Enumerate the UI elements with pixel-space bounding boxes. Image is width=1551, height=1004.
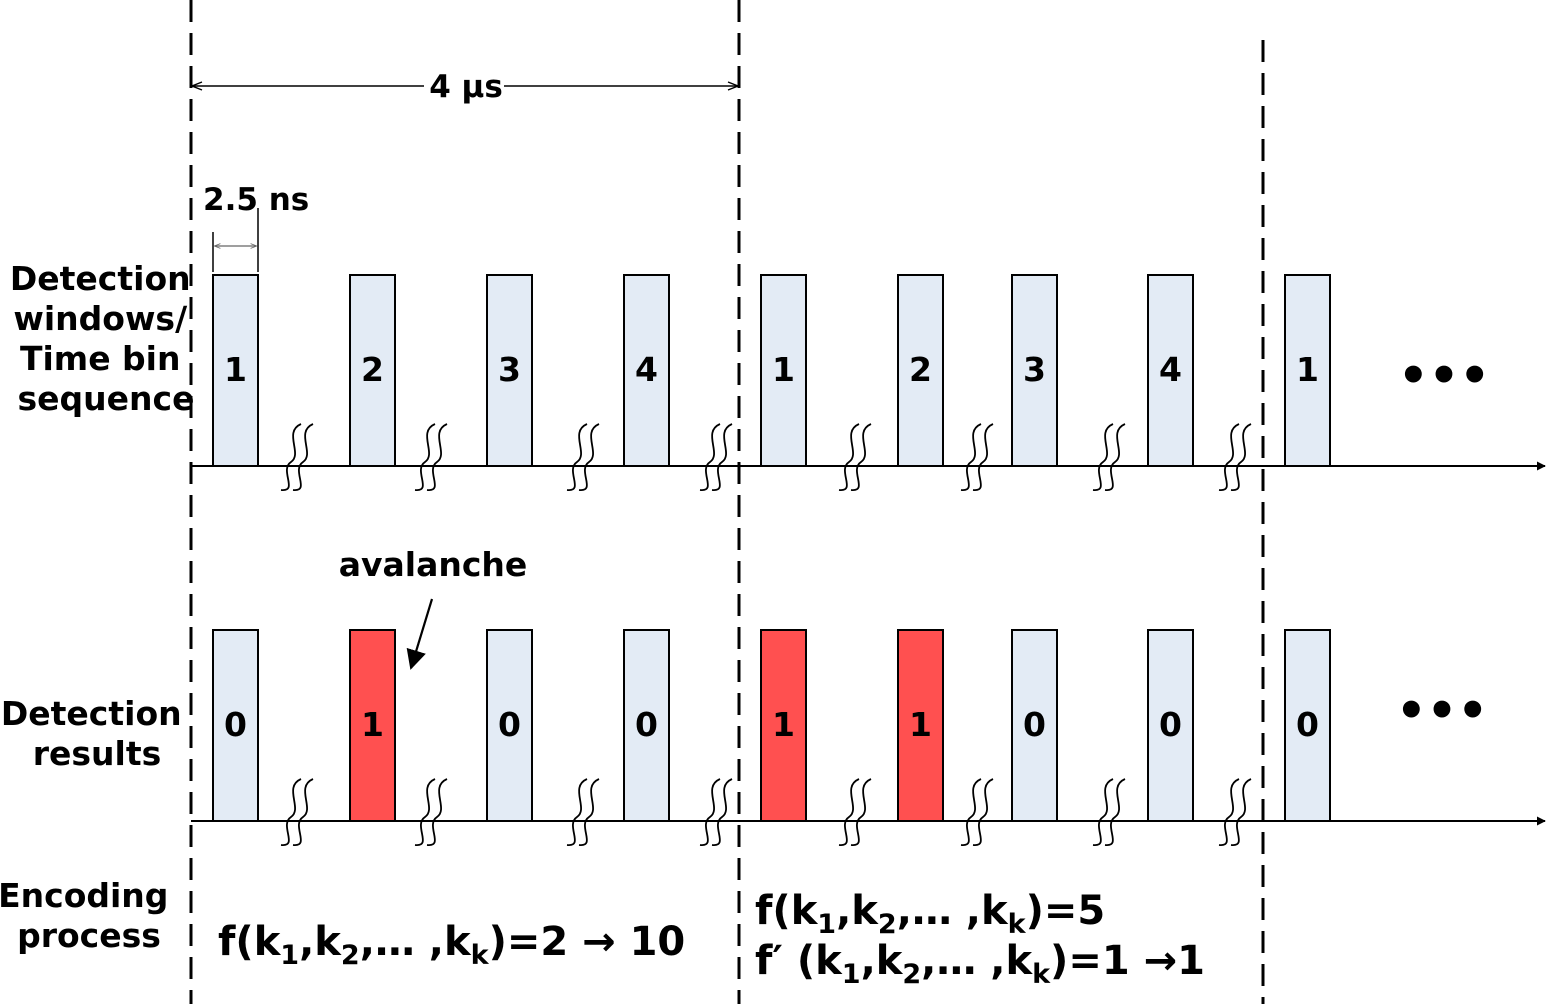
detection-result: 0 bbox=[623, 629, 670, 822]
result-value: 0 bbox=[1023, 705, 1046, 744]
time-bin-label: 1 bbox=[772, 350, 795, 389]
detection-result-avalanche: 1 bbox=[897, 629, 944, 822]
result-block bbox=[212, 629, 259, 822]
time-bin-label: 4 bbox=[1159, 350, 1182, 389]
encoding-equation-period-1: f(k1,k2,… ,kk)=2 → 10 bbox=[218, 919, 685, 971]
detection-result-avalanche: 1 bbox=[349, 629, 396, 822]
result-value: 0 bbox=[1296, 705, 1319, 744]
window-block bbox=[1284, 274, 1331, 467]
axis-break-symbol bbox=[960, 423, 994, 491]
result-block bbox=[1284, 629, 1331, 822]
avalanche-label: avalanche bbox=[339, 545, 528, 584]
axis-breaks bbox=[280, 423, 1252, 846]
result-value: 0 bbox=[498, 705, 521, 744]
detection-window: 1 bbox=[760, 274, 807, 467]
results-ellipsis: ••• bbox=[1396, 683, 1488, 739]
axis-break-symbol bbox=[1218, 423, 1252, 491]
axis-break-symbol bbox=[414, 423, 448, 491]
result-block bbox=[623, 629, 670, 822]
detection-windows-row: 1 2 3 4 1 2 3 4 1 bbox=[212, 274, 1331, 467]
detection-result: 0 bbox=[486, 629, 533, 822]
row-label-detection-windows: Detection windows/ Time bin sequence bbox=[10, 259, 202, 418]
result-block bbox=[760, 629, 807, 822]
detection-window: 3 bbox=[1011, 274, 1058, 467]
encoding-equation-period-2-second: f′ (k1,k2,… ,kk)=1 →1 bbox=[755, 938, 1205, 990]
result-block bbox=[349, 629, 396, 822]
detection-result-avalanche: 1 bbox=[760, 629, 807, 822]
time-bin-label: 2 bbox=[361, 350, 384, 389]
time-bin-label: 2 bbox=[909, 350, 932, 389]
time-bin-label: 3 bbox=[1023, 350, 1046, 389]
axis-break-symbol bbox=[1218, 778, 1252, 846]
detection-result: 0 bbox=[212, 629, 259, 822]
axis-break-symbol bbox=[838, 778, 872, 846]
detection-window: 2 bbox=[349, 274, 396, 467]
result-value: 1 bbox=[361, 705, 384, 744]
window-block bbox=[212, 274, 259, 467]
window-width-label: 2.5 ns bbox=[203, 182, 309, 218]
window-block bbox=[486, 274, 533, 467]
window-block bbox=[1147, 274, 1194, 467]
result-block bbox=[897, 629, 944, 822]
period-label-background bbox=[424, 64, 504, 106]
detection-result: 0 bbox=[1011, 629, 1058, 822]
result-block bbox=[1147, 629, 1194, 822]
result-value: 0 bbox=[224, 705, 247, 744]
result-value: 1 bbox=[772, 705, 795, 744]
row-label-detection-results: Detection results bbox=[1, 694, 193, 773]
encoding-equation-period-2-first: f(k1,k2,… ,kk)=5 bbox=[755, 888, 1105, 940]
window-block bbox=[760, 274, 807, 467]
period-label: 4 µs bbox=[429, 69, 503, 105]
axis-break-symbol bbox=[699, 423, 733, 491]
time-bin-label: 1 bbox=[224, 350, 247, 389]
window-block bbox=[1011, 274, 1058, 467]
axis-break-symbol bbox=[838, 423, 872, 491]
window-block bbox=[897, 274, 944, 467]
time-bin-label: 4 bbox=[635, 350, 658, 389]
detection-window: 4 bbox=[623, 274, 670, 467]
result-value: 0 bbox=[635, 705, 658, 744]
result-block bbox=[1011, 629, 1058, 822]
detection-result: 0 bbox=[1147, 629, 1194, 822]
result-value: 1 bbox=[909, 705, 932, 744]
detection-window: 2 bbox=[897, 274, 944, 467]
result-value: 0 bbox=[1159, 705, 1182, 744]
axis-break-symbol bbox=[1092, 423, 1126, 491]
result-block bbox=[486, 629, 533, 822]
avalanche-arrow bbox=[406, 598, 434, 670]
axis-break-symbol bbox=[699, 778, 733, 846]
time-bin-label: 3 bbox=[498, 350, 521, 389]
detection-results-row: 0 1 0 0 1 1 0 0 0 bbox=[212, 629, 1331, 822]
time-bin-label: 1 bbox=[1296, 350, 1319, 389]
window-block bbox=[349, 274, 396, 467]
axis-break-symbol bbox=[566, 778, 600, 846]
windows-ellipsis: ••• bbox=[1398, 348, 1490, 404]
axis-break-symbol bbox=[1092, 778, 1126, 846]
axis-break-symbol bbox=[280, 423, 314, 491]
detection-window: 1 bbox=[1284, 274, 1331, 467]
detection-window: 1 bbox=[212, 274, 259, 467]
row-label-encoding-process: Encoding process bbox=[0, 876, 180, 955]
axis-break-symbol bbox=[414, 778, 448, 846]
detection-window: 3 bbox=[486, 274, 533, 467]
axis-break-symbol bbox=[280, 778, 314, 846]
detection-result: 0 bbox=[1284, 629, 1331, 822]
axis-break-symbol bbox=[960, 778, 994, 846]
detection-window: 4 bbox=[1147, 274, 1194, 467]
window-block bbox=[623, 274, 670, 467]
axis-break-symbol bbox=[566, 423, 600, 491]
